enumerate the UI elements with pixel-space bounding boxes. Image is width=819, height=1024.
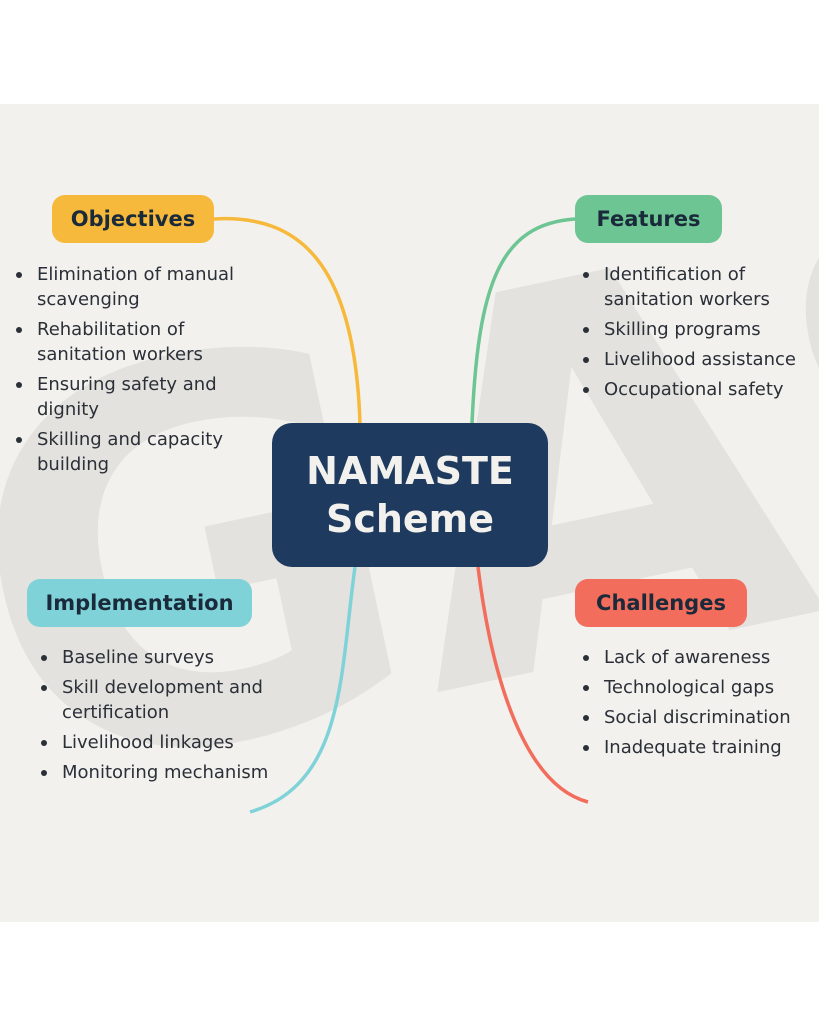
center-node: NAMASTE Scheme	[272, 423, 548, 567]
connector-implementation	[249, 566, 357, 814]
implementation-item: Livelihood linkages	[40, 730, 290, 755]
connector-challenges	[476, 566, 589, 804]
center-title-line1: NAMASTE	[306, 449, 514, 493]
features-item: Identification of sanitation workers	[582, 262, 812, 312]
branch-implementation-label: Implementation	[27, 579, 252, 627]
branch-objectives-label: Objectives	[52, 195, 214, 243]
connector-objectives	[213, 216, 362, 425]
challenges-item: Technological gaps	[582, 675, 812, 700]
center-title-line2: Scheme	[325, 497, 495, 541]
objectives-item: Rehabilitation of sanitation workers	[15, 317, 255, 367]
connector-features	[470, 217, 576, 425]
challenges-item: Social discrimination	[582, 705, 812, 730]
connector-lines	[213, 216, 589, 814]
features-item: Occupational safety	[582, 377, 812, 402]
objectives-item: Ensuring safety and dignity	[15, 372, 255, 422]
implementation-item: Baseline surveys	[40, 645, 290, 670]
implementation-item: Skill development and certification	[40, 675, 290, 725]
challenges-item: Lack of awareness	[582, 645, 812, 670]
features-item: Livelihood assistance	[582, 347, 812, 372]
objectives-item: Elimination of manual scavenging	[15, 262, 255, 312]
branch-features-label: Features	[575, 195, 722, 243]
features-item: Skilling programs	[582, 317, 812, 342]
branch-challenges-label: Challenges	[575, 579, 747, 627]
challenges-item: Inadequate training	[582, 735, 812, 760]
mind-map-canvas: GAS NAMASTE Scheme Objectives Eliminatio…	[0, 104, 819, 922]
implementation-item: Monitoring mechanism	[40, 760, 290, 785]
objectives-item: Skilling and capacity building	[15, 427, 255, 477]
